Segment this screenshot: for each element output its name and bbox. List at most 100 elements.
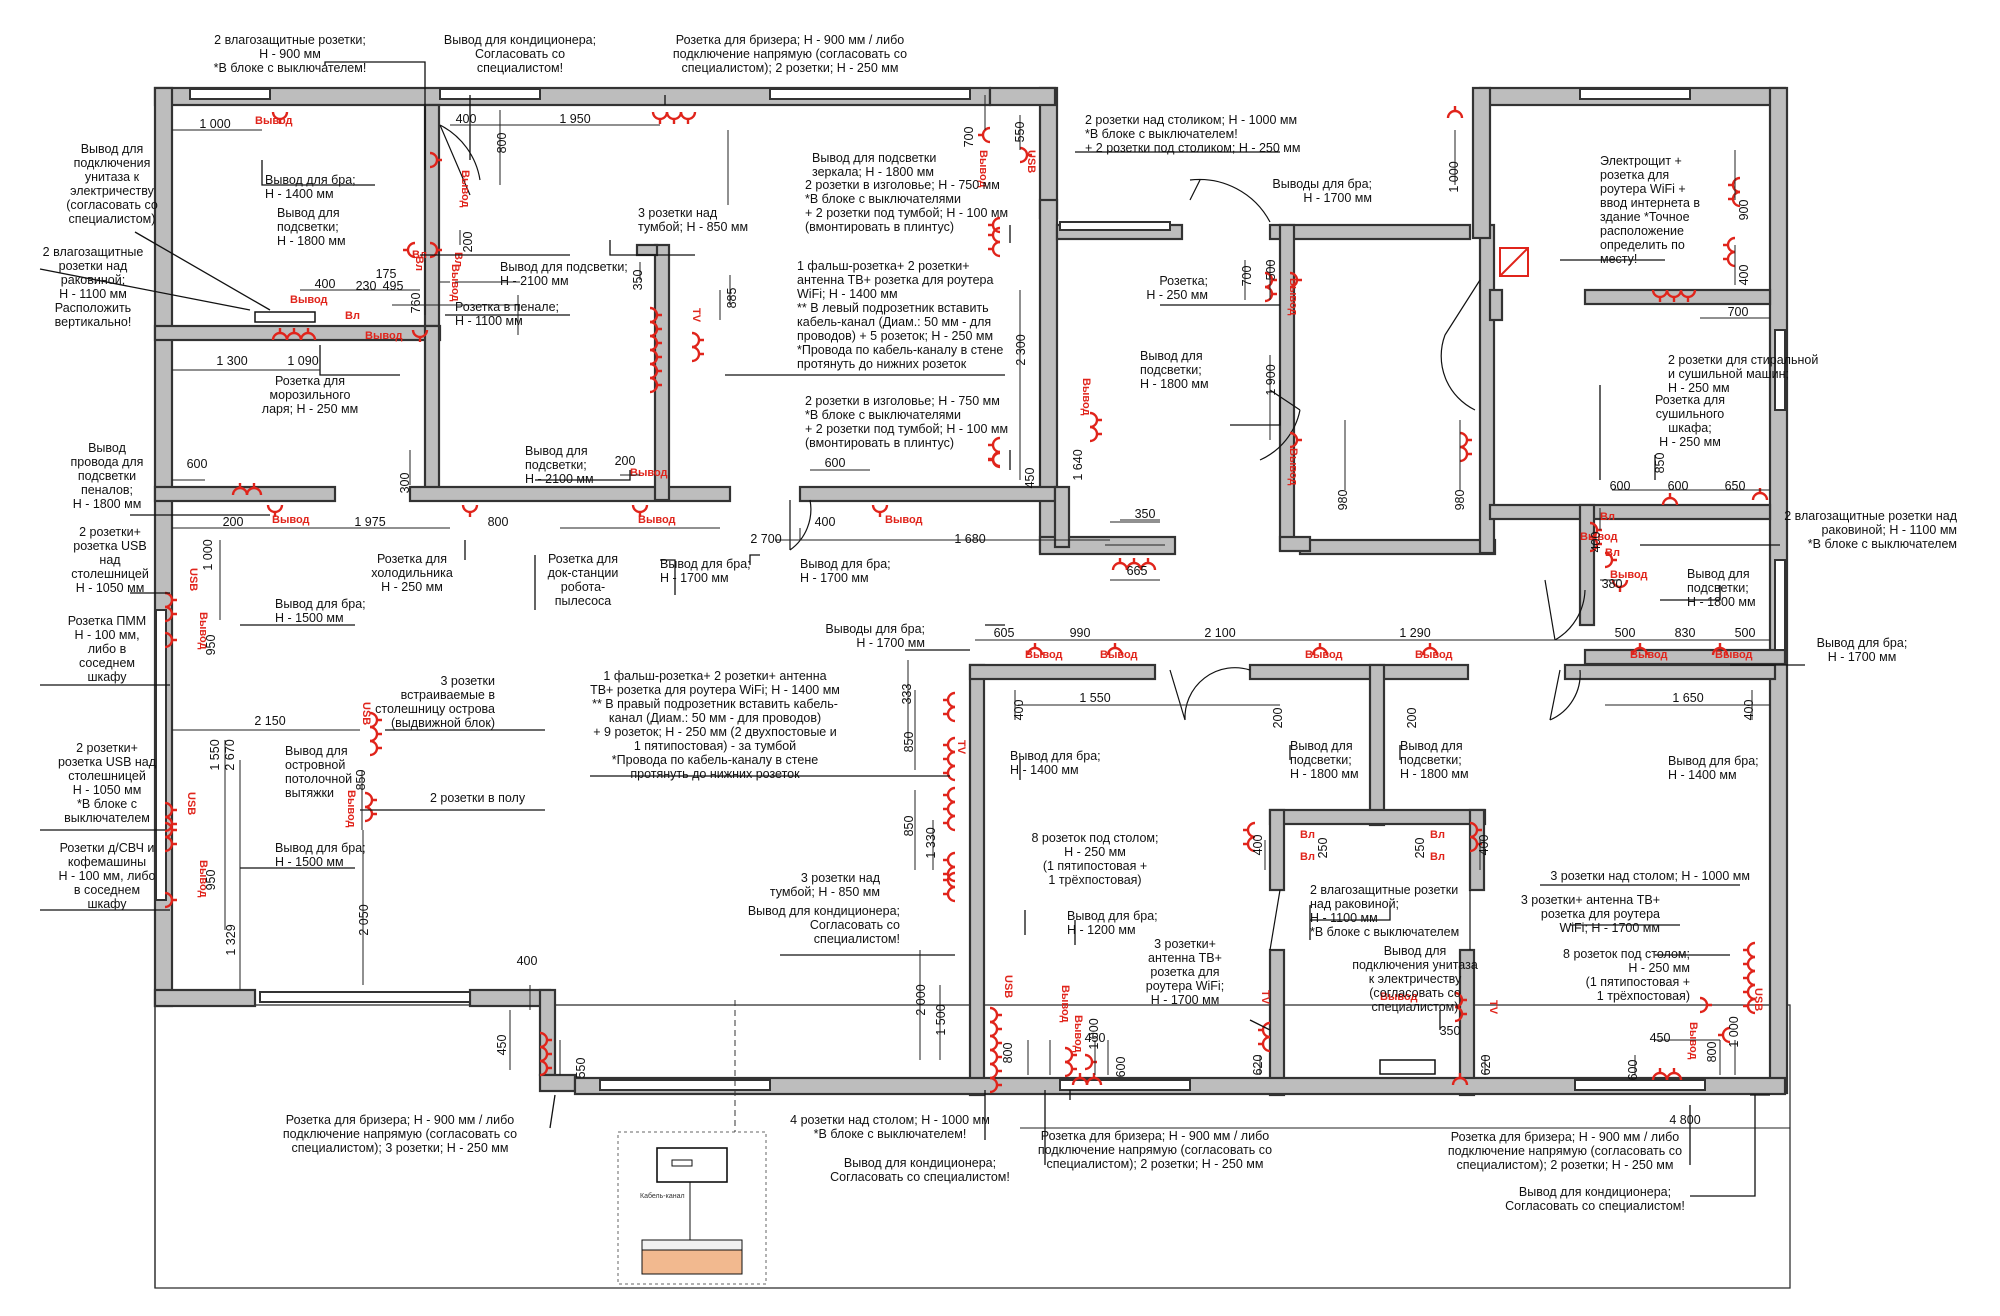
socket-icon [989, 1076, 1002, 1094]
note-line: Н - 1100 мм [455, 314, 523, 328]
socket-icon [1139, 558, 1157, 571]
note-line: (вмонтировать в плинтус) [805, 220, 954, 234]
vl-label: Вл [1430, 829, 1445, 841]
dimension-d200e: 200 [1405, 708, 1419, 729]
note-line: розетка для [1600, 168, 1669, 182]
note-line: (1 пятипостовая + [1586, 975, 1690, 989]
dimension-d1000d: 1 000 [1087, 1018, 1101, 1049]
note-line: Н - 1800 мм [1140, 377, 1209, 391]
note-line: Вывод для бра; [800, 557, 891, 571]
socket-icon [1311, 643, 1329, 656]
note-line: 2 розетки в изголовье; Н - 750 мм [805, 394, 1000, 408]
socket-icon [943, 750, 956, 768]
note-n-bra-1200: Вывод для бра;Н - 1200 мм [1067, 909, 1158, 937]
note-line: Н - 2100 мм [525, 472, 594, 486]
note-line: протянуть до нижних розеток [630, 767, 800, 781]
note-line: 3 розетки+ антенна ТВ+ [1521, 893, 1660, 907]
note-line: Н - 1200 мм [1067, 923, 1136, 937]
socket-icon [1289, 271, 1302, 289]
note-line: столешницу острова [375, 702, 495, 716]
note-line: розетка USB [73, 539, 147, 553]
vl-label: Вл [1300, 851, 1315, 863]
note-line: *В блоке с выключателями [805, 408, 961, 422]
vyvod-label: Вывод [197, 612, 209, 650]
window-icon [769, 88, 971, 100]
socket-icon [369, 739, 382, 757]
dimension-d1300: 1 300 [216, 354, 247, 368]
note-line: подсветки [78, 469, 136, 483]
socket-icon [1111, 558, 1129, 571]
note-n-3-table: 3 розетки над столом; Н - 1000 мм [1550, 869, 1750, 883]
note-line: специалистом) [69, 212, 156, 226]
socket-icon [1718, 1026, 1731, 1044]
note-line: 4 розетки над столом; Н - 1000 мм [790, 1113, 990, 1127]
socket-icon [1631, 643, 1649, 656]
dimension-d200d: 200 [1271, 708, 1285, 729]
note-line: ** В левый подрозетник вставить [797, 301, 989, 315]
note-line: Н - 1400 мм [265, 187, 334, 201]
window-icon [439, 88, 541, 100]
note-line: месту! [1600, 252, 1637, 266]
socket-icon [1699, 996, 1712, 1014]
dimension-d175: 175 [376, 267, 397, 281]
socket-icon [1728, 176, 1741, 194]
note-line: встраиваемые в [401, 688, 496, 702]
tv-label: TV [1259, 990, 1271, 1005]
note-n-bra-1700-a: Вывод для бра;Н - 1700 мм [660, 557, 751, 585]
note-line: расположение [1600, 224, 1684, 238]
electrical-panel-icon [1499, 247, 1529, 277]
socket-icon [978, 126, 991, 144]
dimension-d990: 990 [1070, 626, 1091, 640]
note-line: электричеству [70, 184, 154, 198]
socket-icon [989, 1006, 1002, 1024]
window-icon [1059, 221, 1171, 231]
note-n-tv-router-a: 1 фальш-розетка+ 2 розетки+антенна ТВ+ р… [797, 259, 1003, 371]
note-line: *Провода по кабель-каналу в стене [612, 753, 818, 767]
socket-icon [1089, 425, 1102, 443]
note-line: кофемашины [68, 855, 146, 869]
socket-icon [1446, 106, 1464, 119]
note-line: подключение напрямую (согласовать со [283, 1127, 517, 1141]
note-line: определить по [1600, 238, 1685, 252]
dimension-d1500: 1 500 [934, 1004, 948, 1035]
note-line: Н - 1800 мм [1687, 595, 1756, 609]
note-line: Розетка для [548, 552, 618, 566]
note-line: 1 трёхпостовая) [1048, 873, 1141, 887]
note-line: Н - 250 мм [1659, 435, 1721, 449]
note-line: Н - 1700 мм [660, 571, 729, 585]
note-line: Н - 250 мм [1146, 288, 1208, 302]
note-n-tv-router-d: 3 розетки+ антенна ТВ+розетка для роутер… [1521, 893, 1660, 935]
socket-icon [1665, 1068, 1683, 1081]
note-line: Розетка для бризера; Н - 900 мм / либо [1041, 1129, 1269, 1143]
note-line: Вывод для бра; [1067, 909, 1158, 923]
note-line: роутера WiFi; [1146, 979, 1224, 993]
note-line: Вывод для бра; [660, 557, 751, 571]
socket-icon [1679, 289, 1697, 302]
socket-icon [429, 241, 442, 259]
socket-icon [1589, 535, 1602, 553]
note-line: специалистом! [477, 61, 563, 75]
socket-icon [411, 329, 429, 342]
socket-icon [943, 814, 956, 832]
vyvod-label: Вывод [1287, 278, 1299, 316]
socket-icon [943, 800, 956, 818]
dimension-d400j: 400 [1477, 835, 1491, 856]
dimension-d600f: 600 [1626, 1060, 1640, 1081]
note-line: Н - 1700 мм [1151, 993, 1220, 1007]
note-line: *В блоке с выключателем! [214, 61, 367, 75]
socket-icon [988, 226, 1001, 244]
note-line: Н - 1100 мм [1310, 911, 1378, 925]
socket-icon [1743, 955, 1756, 973]
dimension-d2000: 2 000 [914, 984, 928, 1015]
note-line: Вывод для бра; [1010, 749, 1101, 763]
note-line: Н - 100 мм, либо [59, 869, 156, 883]
